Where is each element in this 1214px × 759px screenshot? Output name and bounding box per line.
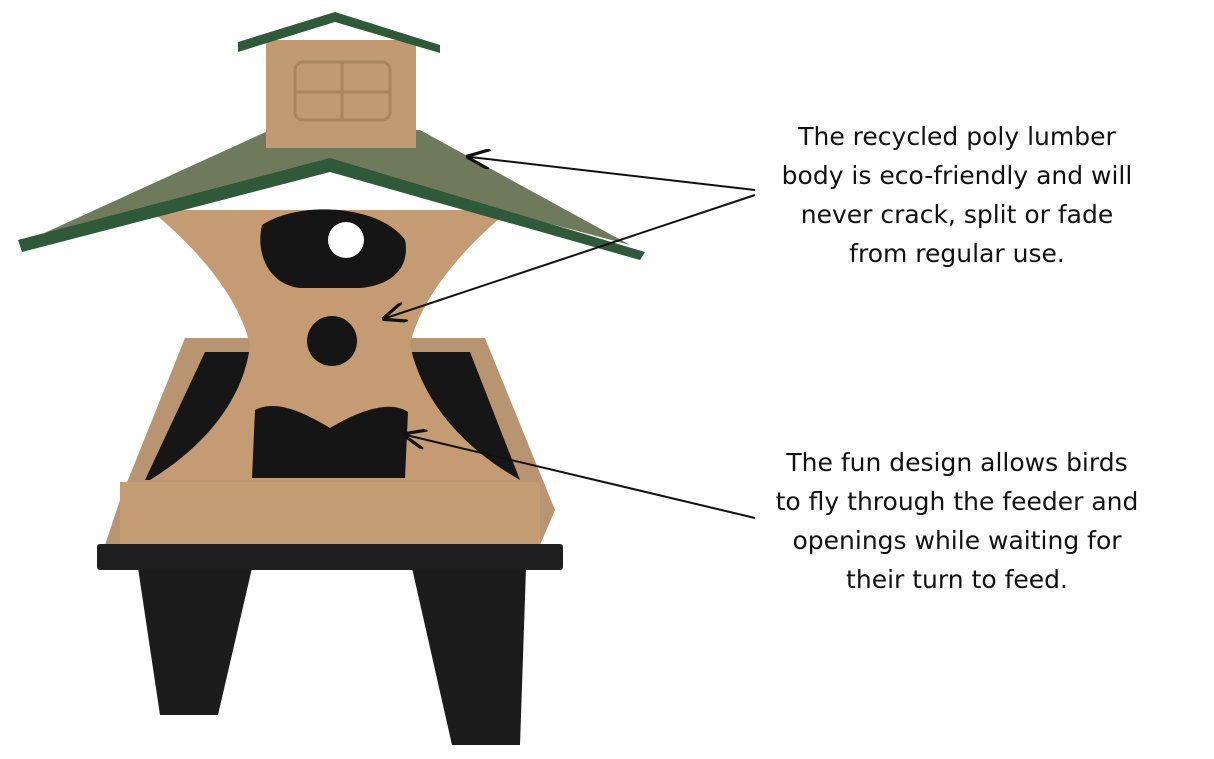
feeder-roof: [18, 130, 645, 260]
caption-line: from regular use.: [849, 239, 1065, 268]
caption-line: The fun design allows birds: [786, 448, 1128, 477]
caption-line: body is eco-friendly and will: [781, 161, 1133, 190]
feeder-body: [150, 209, 520, 480]
annotation-fun-design: The fun design allows birds to fly throu…: [737, 443, 1177, 599]
caption-line: their turn to feed.: [846, 565, 1068, 594]
feeder-cupola: [238, 12, 440, 148]
annotation-eco-friendly: The recycled poly lumber body is eco-fri…: [737, 117, 1177, 273]
caption-line: never crack, split or fade: [800, 200, 1114, 229]
feeder-legs: [138, 568, 526, 745]
caption-line: The recycled poly lumber: [798, 122, 1116, 151]
caption-line: to fly through the feeder and: [775, 487, 1139, 516]
caption-line: openings while waiting for: [792, 526, 1122, 555]
annotation-arrows: [386, 157, 756, 519]
